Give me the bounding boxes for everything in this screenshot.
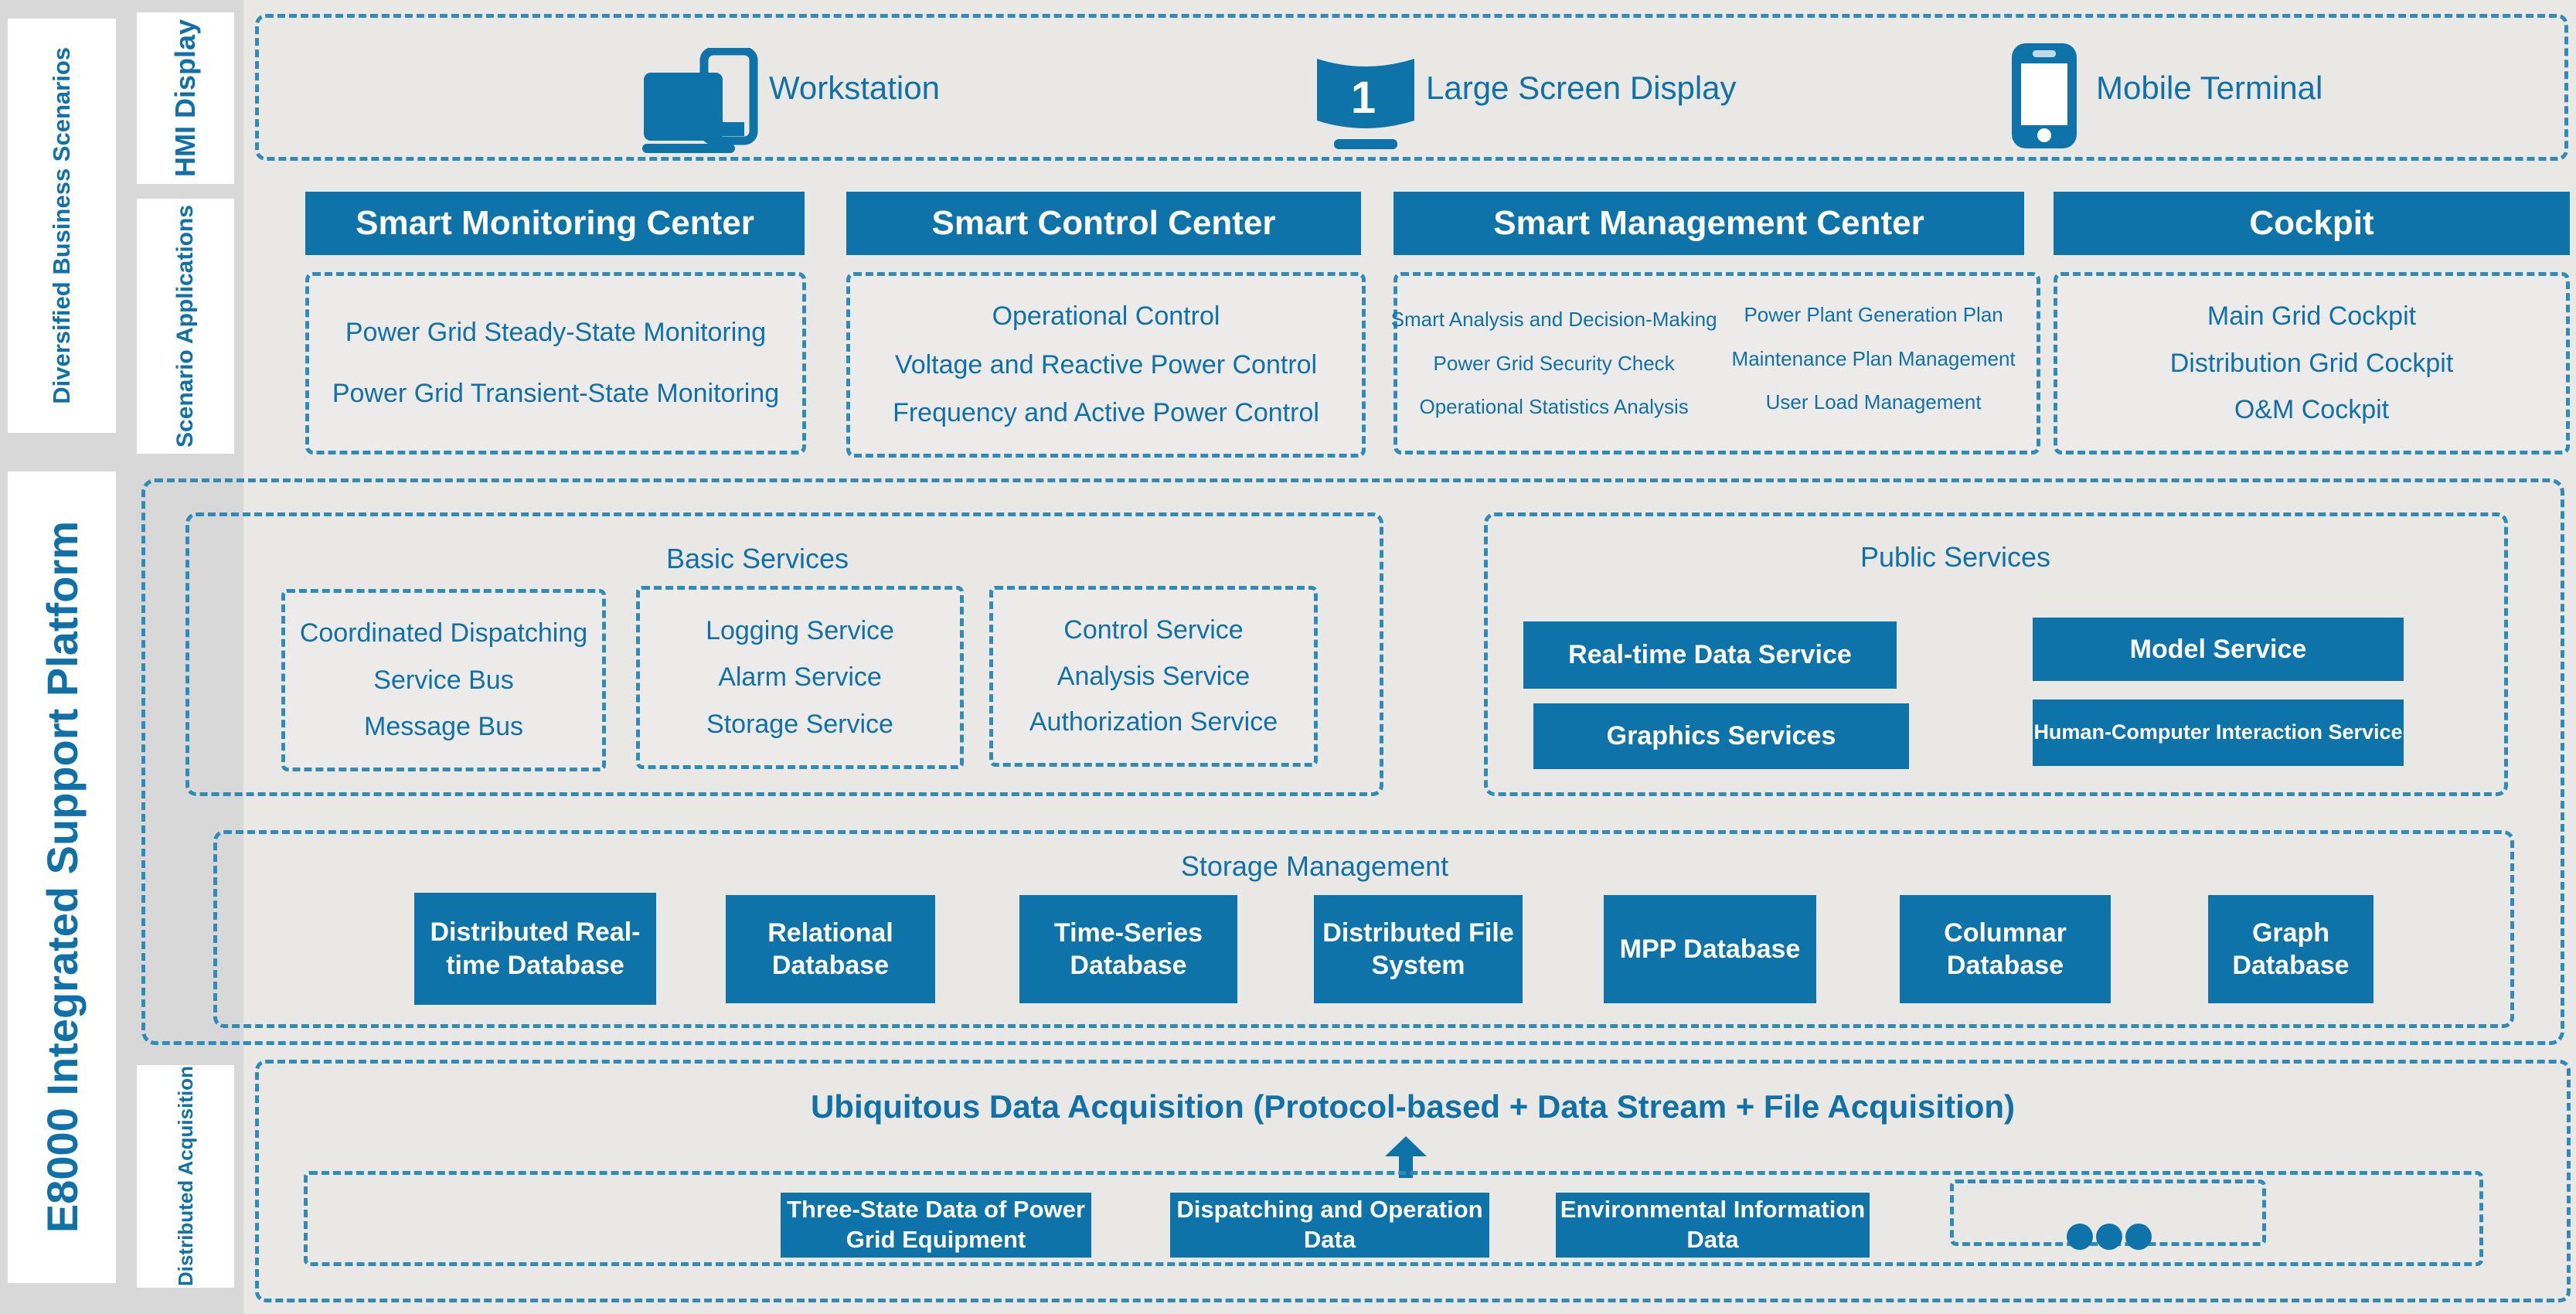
hci-service-button: Human-Computer Interaction Service (2033, 700, 2404, 766)
storage-management-title: Storage Management (1180, 850, 1449, 882)
acquisition-sources-box (304, 1171, 2483, 1266)
smart-control-center-header: Smart Control Center (846, 192, 1361, 255)
basic-services-title: Basic Services (665, 543, 849, 574)
acquisition-source-button: Environmental Information Data (1556, 1193, 1870, 1258)
control-item: Operational Control (992, 301, 1220, 332)
storage-db-button: Relational Database (726, 895, 935, 1003)
basic-service-item: Control Service (1063, 614, 1244, 645)
platform-outer-box (141, 478, 2564, 1045)
storage-db-button: MPP Database (1604, 895, 1816, 1003)
storage-db-button: Graph Database (2208, 895, 2374, 1003)
cockpit-items-box: Main Grid Cockpit Distribution Grid Cock… (2054, 272, 2570, 454)
basic-services-group-box: Logging Service Alarm Service Storage Se… (636, 586, 964, 769)
acquisition-outer-box (255, 1060, 2571, 1302)
management-item: Operational Statistics Analysis (1419, 394, 1689, 418)
basic-services-box (185, 512, 1383, 796)
public-services-title: Public Services (1860, 541, 2051, 573)
cockpit-item: O&M Cockpit (2234, 394, 2390, 424)
large-screen-icon: 1 (1314, 49, 1417, 157)
smart-management-center-header: Smart Management Center (1393, 192, 2024, 255)
graphics-services-button: Graphics Services (1533, 703, 1909, 769)
basic-service-item: Analysis Service (1057, 661, 1251, 691)
management-item: User Load Management (1765, 390, 1982, 414)
monitoring-items-box: Power Grid Steady-State Monitoring Power… (305, 272, 806, 454)
control-item: Voltage and Reactive Power Control (894, 349, 1318, 380)
basic-services-group-box: Control Service Analysis Service Authori… (989, 586, 1318, 767)
basic-service-item: Authorization Service (1029, 707, 1278, 737)
platform-label: E8000 Integrated Support Platform (37, 521, 87, 1234)
basic-service-item: Coordinated Dispatching (299, 618, 588, 648)
public-services-box (1484, 512, 2508, 796)
distributed-acquisition-label: Distributed Acquisition (173, 1066, 197, 1287)
management-item: Power Grid Security Check (1433, 351, 1675, 375)
mobile-terminal-label: Mobile Terminal (2096, 70, 2323, 106)
hmi-display-label: HMI Display (169, 19, 201, 178)
management-items-box: Smart Analysis and Decision-Making Power… (1390, 272, 2040, 454)
scenario-applications-strip: Scenario Applications (137, 199, 234, 454)
ellipsis-icon (2065, 1224, 2153, 1254)
management-item: Maintenance Plan Management (1731, 346, 2016, 370)
acquisition-title: Ubiquitous Data Acquisition (Protocol-ba… (810, 1088, 2016, 1125)
control-item: Frequency and Active Power Control (893, 397, 1319, 427)
basic-service-item: Alarm Service (718, 662, 882, 692)
control-items-box: Operational Control Voltage and Reactive… (846, 272, 1366, 458)
large-screen-label: Large Screen Display (1426, 70, 1737, 106)
hmi-display-box (255, 14, 2568, 161)
basic-service-item: Storage Service (706, 709, 893, 739)
realtime-data-service-button: Real-time Data Service (1523, 621, 1897, 689)
cockpit-header: Cockpit (2054, 192, 2570, 255)
distributed-acquisition-strip: Distributed Acquisition (137, 1065, 234, 1288)
monitoring-item: Power Grid Transient-State Monitoring (332, 379, 780, 408)
basic-service-item: Logging Service (706, 615, 894, 645)
smart-monitoring-center-header: Smart Monitoring Center (305, 192, 805, 255)
cockpit-item: Main Grid Cockpit (2207, 301, 2417, 332)
storage-db-button: Columnar Database (1900, 895, 2111, 1003)
basic-services-group-box: Coordinated Dispatching Service Bus Mess… (281, 589, 606, 771)
model-service-button: Model Service (2033, 618, 2404, 681)
storage-management-box (213, 830, 2514, 1028)
workstation-icon (642, 46, 760, 160)
workstation-label: Workstation (769, 70, 940, 106)
acquisition-source-button: Three-State Data of Power Grid Equipment (781, 1193, 1091, 1258)
basic-service-item: Service Bus (373, 665, 514, 695)
acquisition-source-button: Dispatching and Operation Data (1170, 1193, 1489, 1258)
cockpit-item: Distribution Grid Cockpit (2169, 348, 2454, 378)
management-item: Power Plant Generation Plan (1744, 303, 2003, 327)
up-arrow-icon (1383, 1136, 1428, 1182)
business-scenarios-strip: Diversified Business Scenarios (8, 19, 116, 433)
storage-db-button: Distributed Real-time Database (414, 893, 656, 1005)
monitoring-item: Power Grid Steady-State Monitoring (345, 318, 767, 347)
large-screen-badge: 1 (1351, 73, 1376, 123)
hmi-display-strip: HMI Display (137, 12, 234, 184)
storage-db-button: Time-Series Database (1019, 895, 1237, 1003)
scenario-applications-label: Scenario Applications (172, 205, 198, 448)
management-item: Smart Analysis and Decision-Making (1390, 308, 1717, 332)
basic-service-item: Message Bus (364, 711, 523, 741)
storage-db-button: Distributed File System (1314, 895, 1523, 1003)
platform-strip: E8000 Integrated Support Platform (8, 471, 116, 1283)
mobile-terminal-icon (2012, 43, 2077, 152)
business-scenarios-label: Diversified Business Scenarios (48, 47, 75, 404)
